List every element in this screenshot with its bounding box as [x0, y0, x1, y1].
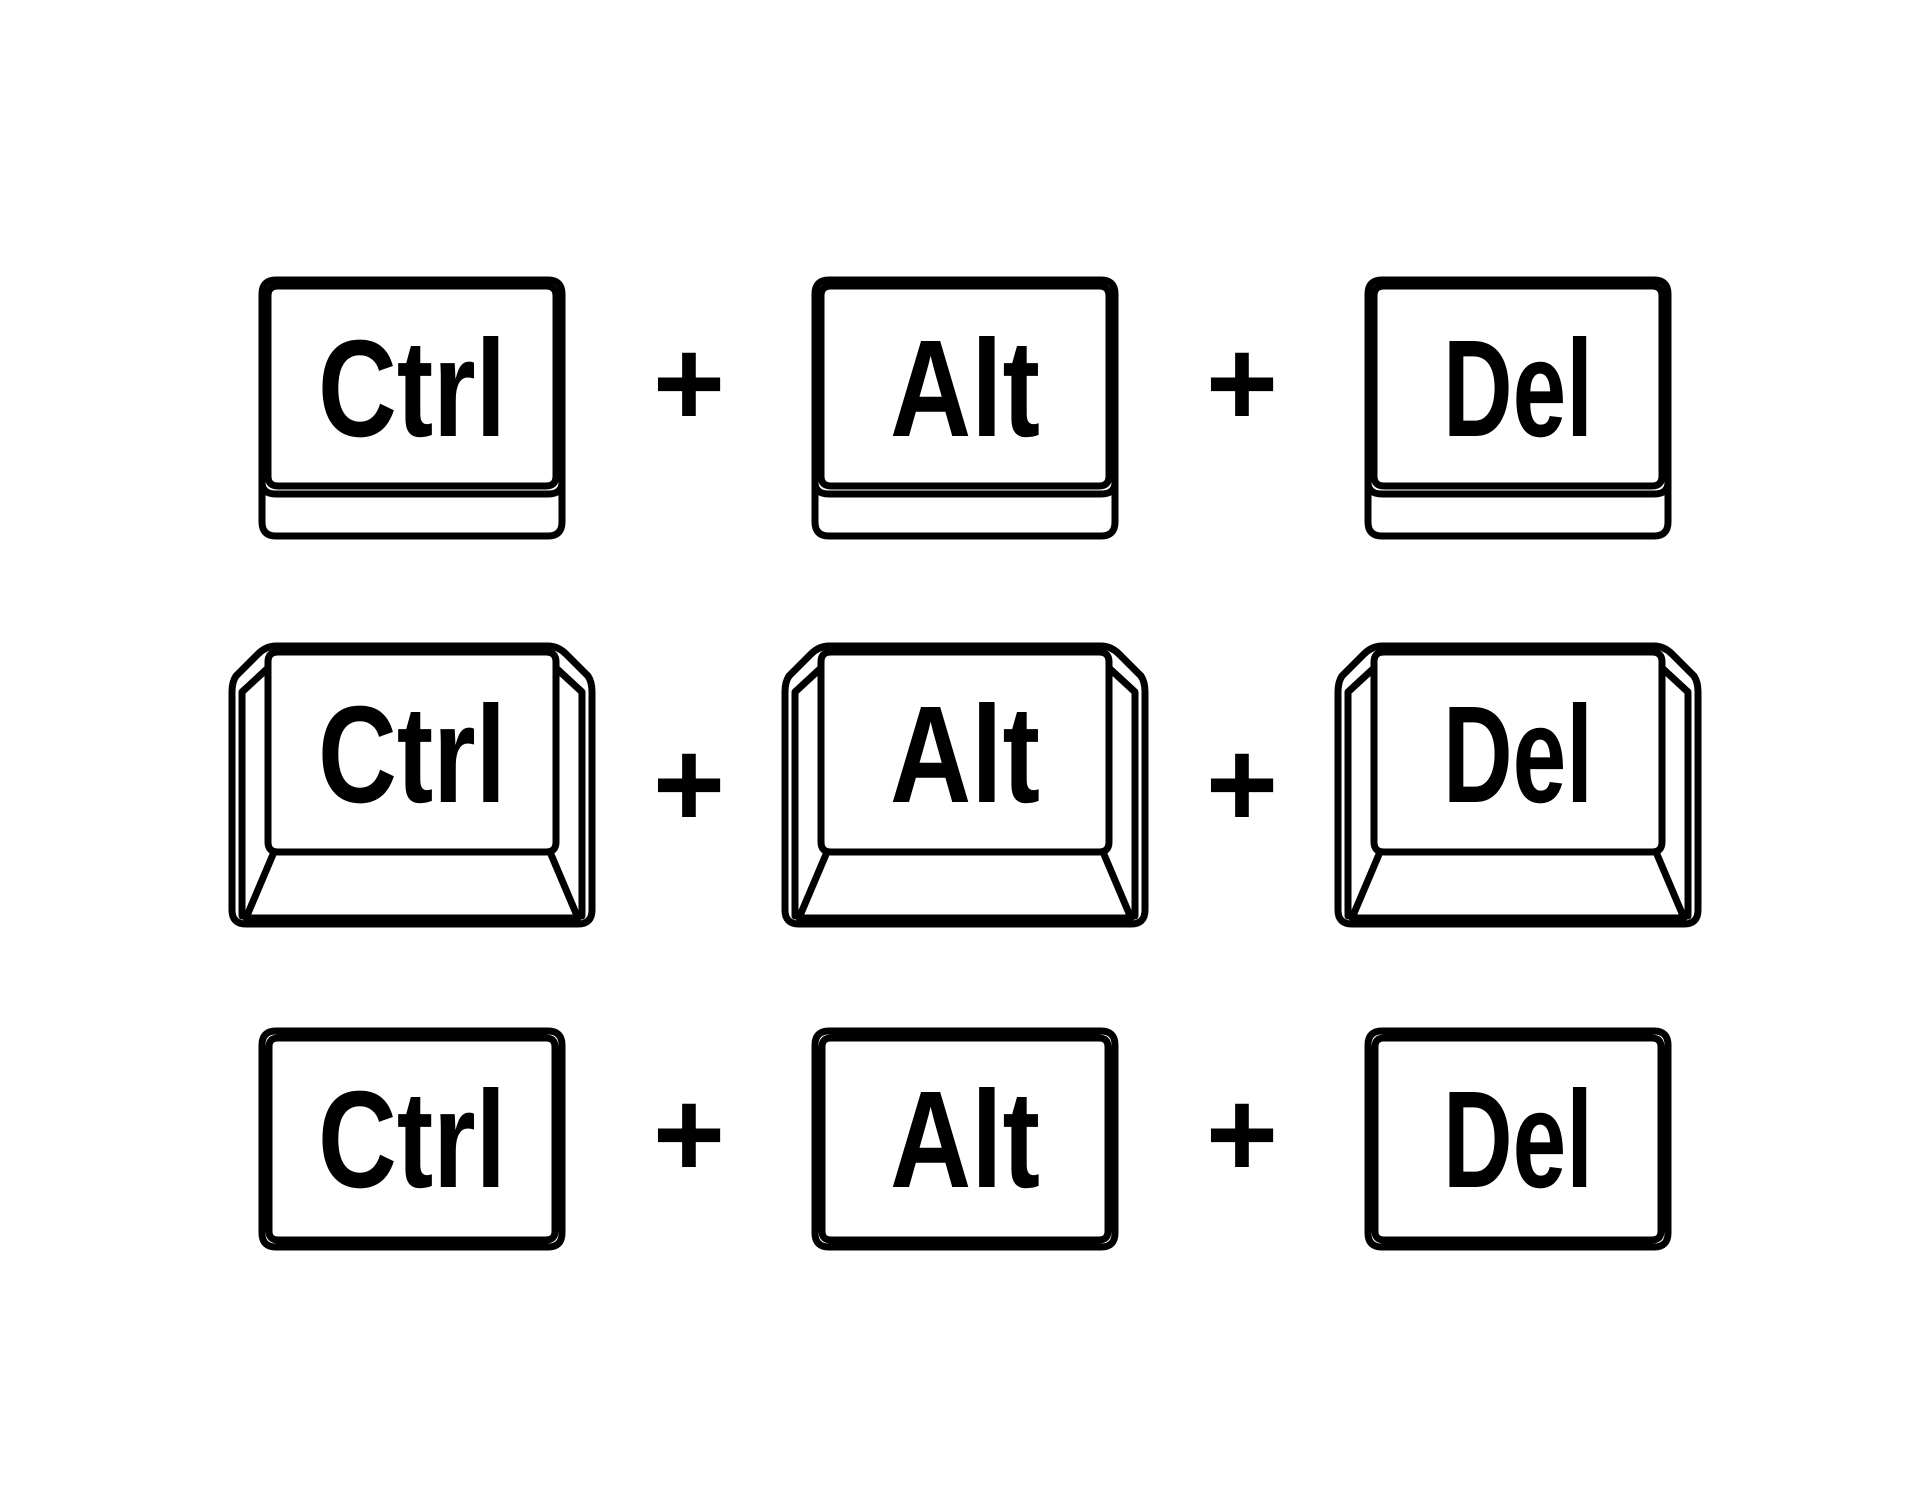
plus-sign: +: [653, 716, 725, 854]
ctrl-key-label: Ctrl: [318, 1063, 506, 1217]
alt-key-label: Alt: [890, 312, 1040, 466]
ctrl-key: Ctrl: [258, 1027, 566, 1251]
plus-sign: +: [653, 1066, 725, 1204]
del-key: Del: [1334, 642, 1702, 928]
plus-sign: +: [653, 315, 725, 453]
plus-sign: +: [1206, 1066, 1278, 1204]
del-key-label: Del: [1443, 1063, 1593, 1217]
ctrl-key-label: Ctrl: [318, 312, 506, 466]
ctrl-key-label: Ctrl: [318, 678, 506, 832]
plus-sign: +: [1206, 716, 1278, 854]
alt-key-label: Alt: [890, 1063, 1040, 1217]
plus-sign: +: [1206, 315, 1278, 453]
alt-key: Alt: [811, 1027, 1119, 1251]
shortcut-row-2: Ctrl Alt Del + +: [228, 642, 1702, 928]
del-key-label: Del: [1443, 312, 1593, 466]
shortcut-row-1: Ctrl Alt Del + +: [258, 276, 1672, 540]
shortcut-row-3: Ctrl Alt Del + +: [258, 1027, 1672, 1251]
ctrl-key: Ctrl: [228, 642, 596, 928]
alt-key-label: Alt: [890, 678, 1040, 832]
del-key: Del: [1364, 1027, 1672, 1251]
alt-key: Alt: [781, 642, 1149, 928]
del-key-label: Del: [1443, 678, 1593, 832]
alt-key: Alt: [811, 276, 1119, 540]
ctrl-key: Ctrl: [258, 276, 566, 540]
del-key: Del: [1364, 276, 1672, 540]
